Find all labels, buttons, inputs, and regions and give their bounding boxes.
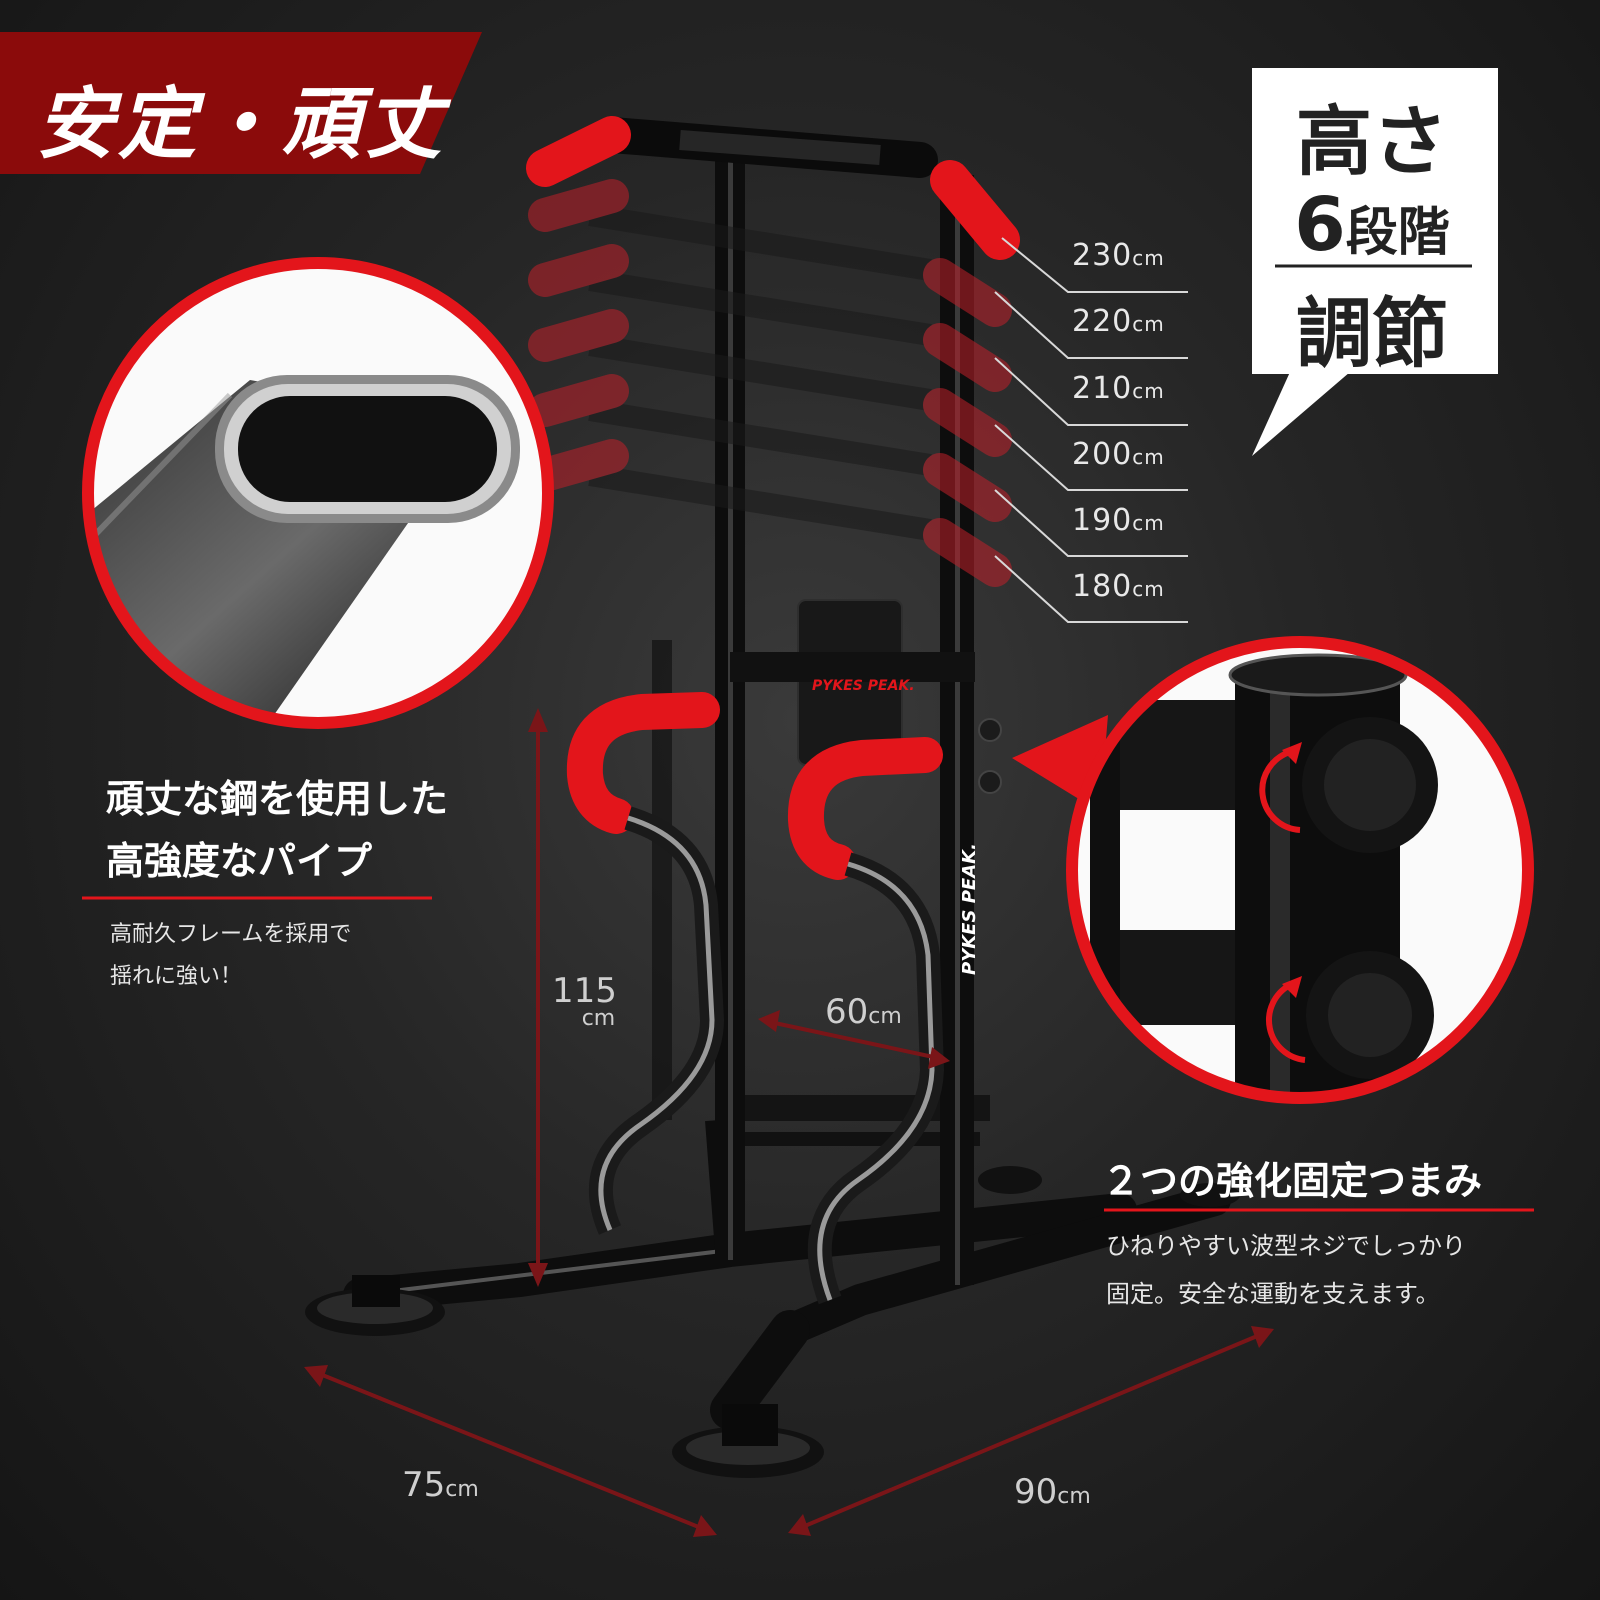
banner-shape (0, 32, 482, 174)
width-label: 90cm (1014, 1472, 1091, 1512)
bubble-line-2: 6段階 (1252, 182, 1492, 268)
height-label: 190cm (1072, 503, 1165, 538)
pipe-cross-section-magnifier (82, 257, 554, 729)
pipe-feature-title-2: 高強度なパイプ (106, 839, 373, 883)
pipe-feature-desc-2: 揺れに強い！ (110, 964, 243, 989)
height-label: 200cm (1072, 437, 1165, 472)
depth-label: 75cm (402, 1465, 479, 1505)
banner-title: 安定・頑丈 (36, 80, 447, 170)
brand-logo-vertical: PYKES PEAK. (959, 843, 980, 975)
knob-feature-desc-2: 固定。安全な運動を支えます。 (1106, 1280, 1440, 1308)
power-tower (305, 116, 1240, 1478)
height-label: 220cm (1072, 304, 1165, 339)
height-label: 180cm (1072, 569, 1165, 604)
height-label: 210cm (1072, 371, 1165, 406)
pipe-feature-desc-1: 高耐久フレームを採用で (110, 922, 352, 947)
dip-height-label: 115 cm (552, 971, 617, 1031)
brand-logo: PYKES PEAK. (812, 678, 915, 694)
bubble-line-3: 調節 (1296, 289, 1448, 378)
knob-magnifier (1012, 636, 1534, 1104)
grip-width-label: 60cm (825, 992, 902, 1032)
bubble-word: 段階 (1345, 203, 1450, 263)
pipe-feature-title-1: 頑丈な鋼を使用した (106, 777, 449, 821)
bubble-number: 6 (1294, 182, 1346, 268)
dimension-arrows (304, 708, 1274, 1537)
height-adjust-bubble (1252, 68, 1498, 456)
height-leader-lines (994, 237, 1188, 623)
knob-feature-desc-1: ひねりやすい波型ネジでしっかり (1106, 1232, 1466, 1260)
knob-feature-title: ２つの強化固定つまみ (1102, 1159, 1483, 1203)
height-label: 230cm (1072, 238, 1165, 273)
bubble-line-1: 高さ (1296, 97, 1448, 186)
